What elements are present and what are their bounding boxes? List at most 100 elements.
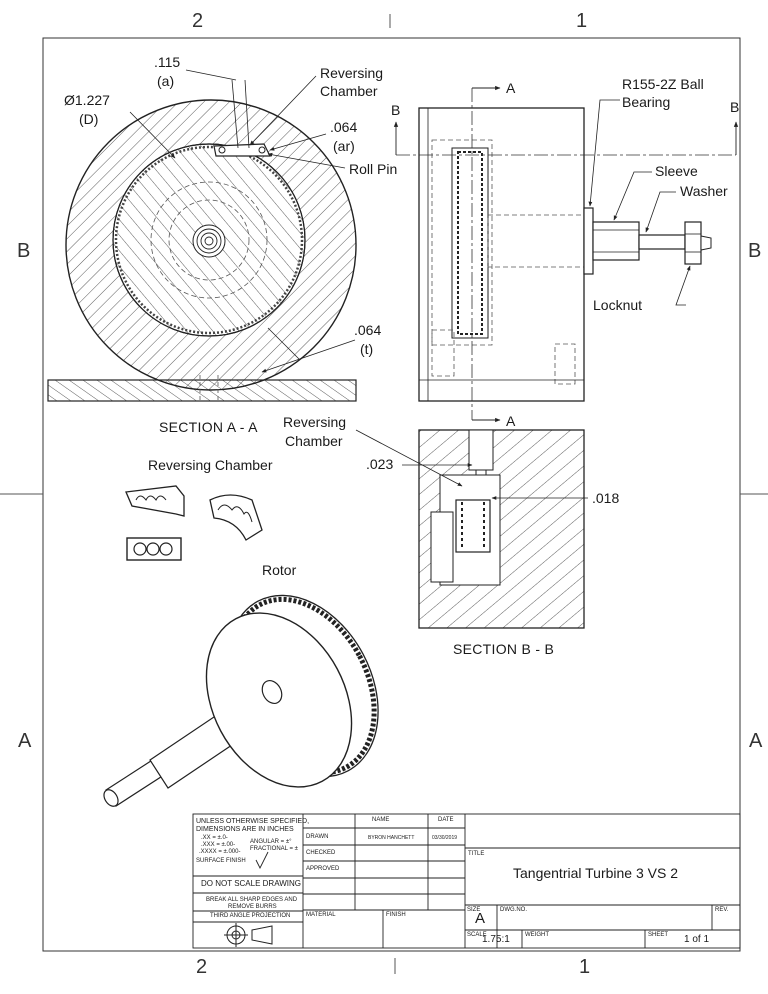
tb-notes-line1: UNLESS OTHERWISE SPECIFIED, <box>196 818 310 825</box>
section-marker-a-bottom: A <box>506 413 516 429</box>
tb-approved: APPROVED <box>306 866 340 872</box>
rotor-detail-title: Rotor <box>262 562 297 578</box>
dim-a-value: .115 <box>154 54 181 70</box>
shaft-end <box>638 234 686 250</box>
rotor-hub-face <box>261 679 283 705</box>
dim-t-value: .064 <box>354 322 382 338</box>
tb-checked: CHECKED <box>306 850 336 856</box>
tb-sheet-value: 1 of 1 <box>684 934 710 945</box>
dim-t-symbol: (t) <box>360 341 374 357</box>
tb-drawing-title: Tangentrial Turbine 3 VS 2 <box>513 865 678 881</box>
zone-label-bottom-2: 2 <box>196 956 208 978</box>
dim-a-symbol: (a) <box>157 73 175 89</box>
reversing-chamber-detail <box>125 485 263 561</box>
dim-d-symbol: (D) <box>79 111 99 127</box>
hidden-foot-left <box>431 329 455 377</box>
chamber-bucket-2 <box>146 542 160 556</box>
chamber-view-iso <box>209 494 263 541</box>
tb-tol-fractional: FRACTIONAL = ± <box>250 846 298 852</box>
chamber-view-front-teeth <box>135 495 167 501</box>
shaft-ring-1 <box>196 228 222 254</box>
tb-tol-xxxx: .XXXX = ±.000- <box>199 849 241 855</box>
section-a-a-title: SECTION A - A <box>159 419 258 435</box>
bearing-label-line2: Bearing <box>622 94 671 110</box>
tb-break-edges-line1: BREAK ALL SHARP EDGES AND <box>206 897 298 903</box>
nozzle-slot <box>468 429 494 471</box>
rotor-isometric <box>103 594 379 807</box>
zone-label-bottom-1: 1 <box>579 956 591 978</box>
leader-sleeve <box>613 171 652 221</box>
hidden-circle-2 <box>168 199 250 281</box>
roll-pin-label: Roll Pin <box>349 161 398 177</box>
dim-ar-value: .064 <box>330 119 358 135</box>
tb-finish: FINISH <box>386 912 406 918</box>
tb-title-label: TITLE <box>468 851 485 857</box>
zone-label-top-1: 1 <box>576 10 588 32</box>
cut-marker-b-left: B <box>391 102 401 118</box>
zone-label-right-a: A <box>749 730 763 752</box>
leader-t <box>261 339 356 373</box>
chamber-bucket-3 <box>159 542 173 556</box>
section-b-b-title: SECTION B - B <box>453 641 555 657</box>
tb-material: MATERIAL <box>306 912 336 918</box>
leader-a-ext2 <box>244 79 250 149</box>
tb-break-edges-line2: REMOVE BURRS <box>228 904 277 910</box>
tb-size-label: SIZE <box>467 907 481 913</box>
surface-finish-symbol <box>255 851 269 870</box>
reversing-chamber-b-line1: Reversing <box>283 414 347 430</box>
tb-tol-xxx: .XXX = ±.00- <box>201 842 236 848</box>
reversing-chamber-insert <box>213 143 271 157</box>
tb-notes-line2: DIMENSIONS ARE IN INCHES <box>196 826 294 833</box>
leader-reversing <box>249 75 317 146</box>
tb-surface-finish: SURFACE FINISH <box>196 858 246 864</box>
side-view <box>393 85 739 423</box>
section-marker-a-top: A <box>506 80 516 96</box>
section-b-b-view <box>355 429 588 629</box>
tb-scale-label: SCALE <box>467 932 487 938</box>
locknut-part <box>684 221 702 265</box>
rotor-stack-inner <box>457 151 483 335</box>
tb-drawn: DRAWN <box>306 834 329 840</box>
reversing-chamber-detail-title: Reversing Chamber <box>148 457 273 473</box>
tb-drawn-date: 03/30/2019 <box>432 835 458 841</box>
tb-sheet-label: SHEET <box>648 932 669 938</box>
cut-marker-b-right: B <box>730 99 740 115</box>
leader-d <box>129 111 176 159</box>
leader-locknut <box>675 265 691 306</box>
tb-dwg-no-label: DWG.NO. <box>500 907 527 913</box>
chamber-bucket-1 <box>133 542 147 556</box>
tb-size-value: A <box>475 910 486 927</box>
tb-weight-label: WEIGHT <box>525 932 549 938</box>
hidden-circle-1 <box>150 181 268 299</box>
title-block-frame <box>192 813 741 949</box>
leader-reversing-b <box>355 429 463 487</box>
tb-rev-label: REV. <box>715 907 729 913</box>
leader-washer <box>645 191 676 233</box>
reversing-chamber-b-line2: Chamber <box>285 433 343 449</box>
dim-023: .023 <box>366 456 394 472</box>
reversing-chamber-label-line2: Chamber <box>320 83 378 99</box>
bearing-part <box>583 207 594 275</box>
hidden-foot-right <box>554 343 576 385</box>
shaft-center <box>204 236 214 246</box>
tb-tol-xx: .XX = ±.0- <box>201 835 228 841</box>
leader-roll-pin <box>267 152 346 169</box>
shaft-ring-2 <box>200 232 218 250</box>
section-a-a-view <box>47 69 357 402</box>
rotor-shaft-end <box>103 789 119 807</box>
housing-side <box>418 107 585 402</box>
leader-ar <box>269 133 327 151</box>
zone-label-top-2: 2 <box>192 10 204 32</box>
shaft-bore <box>192 224 226 258</box>
zone-label-left-a: A <box>18 730 32 752</box>
washer-label: Washer <box>680 183 728 199</box>
chamber-view-front <box>125 485 185 517</box>
dim-ar-symbol: (ar) <box>333 138 355 154</box>
tb-tol-angular: ANGULAR = ±° <box>250 839 292 845</box>
tb-do-not-scale: DO NOT SCALE DRAWING <box>201 879 302 888</box>
dim-d-value: Ø1.227 <box>64 92 110 108</box>
dim-018: .018 <box>592 490 620 506</box>
rotor-teeth-ring <box>114 145 304 335</box>
roll-pin-left <box>218 146 226 154</box>
tb-drawn-name: BYRON HANCHETT <box>368 835 415 841</box>
